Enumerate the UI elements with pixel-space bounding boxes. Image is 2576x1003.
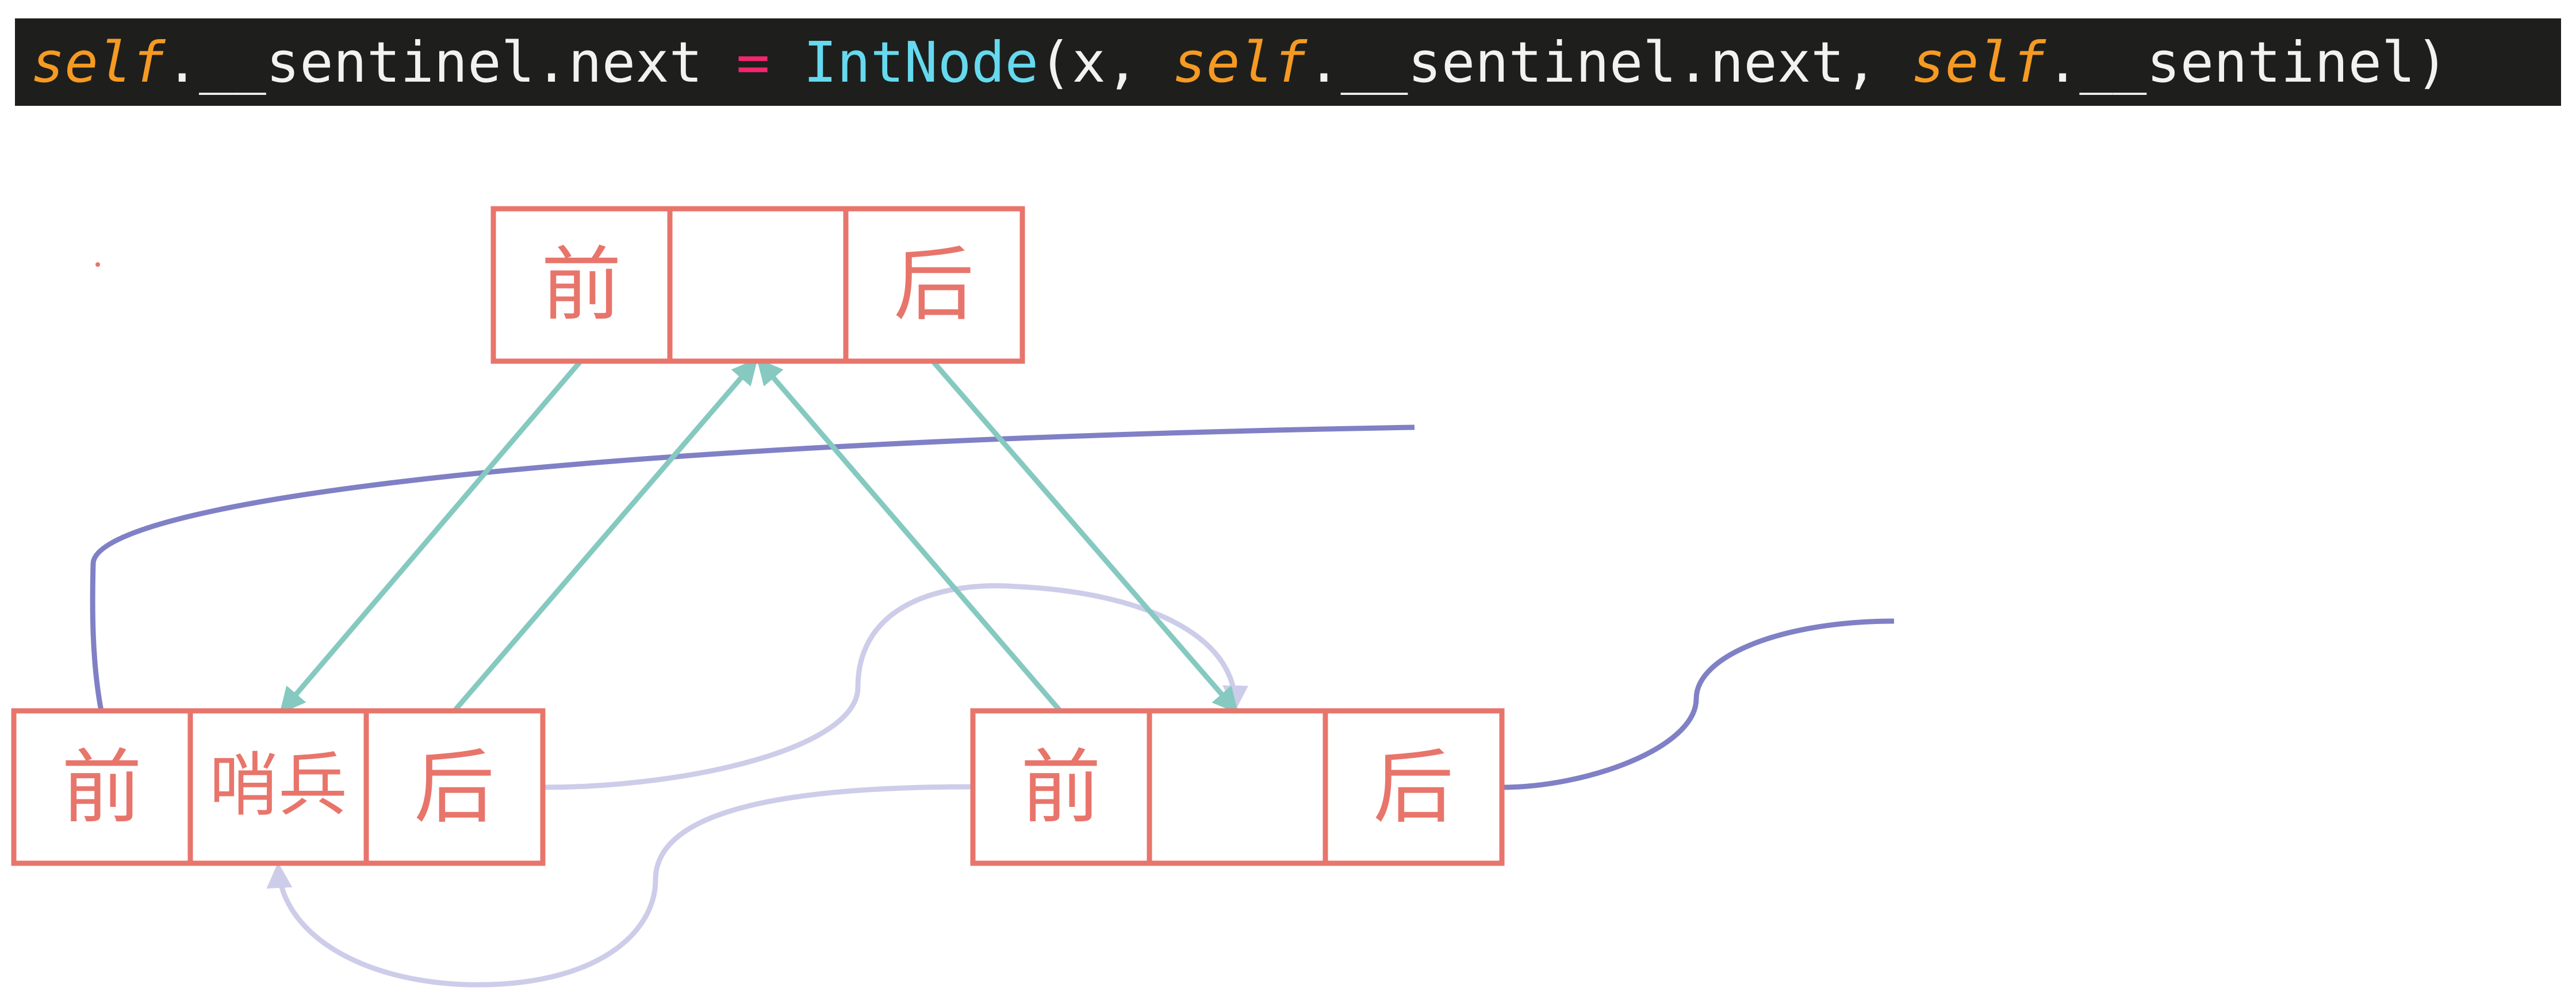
code-token-plain: (x, <box>1038 29 1173 95</box>
code-token-plain: .__sentinel) <box>2046 29 2449 95</box>
old-first-prev-link <box>266 784 973 987</box>
sentinel-node-item-label: 哨兵 <box>209 746 347 826</box>
code-token-plain: .__sentinel.next <box>165 29 737 95</box>
new-node-prev-label: 前 <box>541 239 622 332</box>
new-next-to-first-arrow <box>931 361 1239 714</box>
code-token-self: self <box>31 29 166 95</box>
sentinel-node-box <box>11 708 546 866</box>
first-prev-to-new-arrow <box>757 358 1061 711</box>
stray-dot <box>95 262 100 267</box>
new-node: 前 后 <box>490 206 1025 364</box>
first-node-next-label: 后 <box>1373 741 1454 835</box>
first-next-outer-link <box>1501 618 1895 790</box>
sentinel-node-prev-label: 前 <box>62 741 142 835</box>
sentinel-prev-outer-link <box>90 424 1415 711</box>
first-node-prev-label: 前 <box>1021 741 1101 835</box>
sentinel-next-to-new-arrow <box>453 358 758 711</box>
code-line: self.__sentinel.next = IntNode(x, self._… <box>15 18 2561 106</box>
new-prev-to-sentinel-arrow <box>279 361 582 714</box>
sentinel-node-next-label: 后 <box>414 741 494 835</box>
code-token-op: = <box>736 29 770 95</box>
code-token-self: self <box>1172 29 1308 95</box>
new-node-next-label: 后 <box>894 239 974 332</box>
code-token-class: IntNode <box>803 29 1039 95</box>
old-sentinel-next-link <box>543 583 1249 790</box>
sentinel-node: 前 哨兵 后 <box>11 708 546 866</box>
code-token-self: self <box>1911 29 2046 95</box>
first-node-box <box>970 708 1505 866</box>
code-token-plain: .__sentinel.next, <box>1307 29 1912 95</box>
new-node-box <box>490 206 1025 364</box>
first-node: 前 后 <box>970 708 1505 866</box>
